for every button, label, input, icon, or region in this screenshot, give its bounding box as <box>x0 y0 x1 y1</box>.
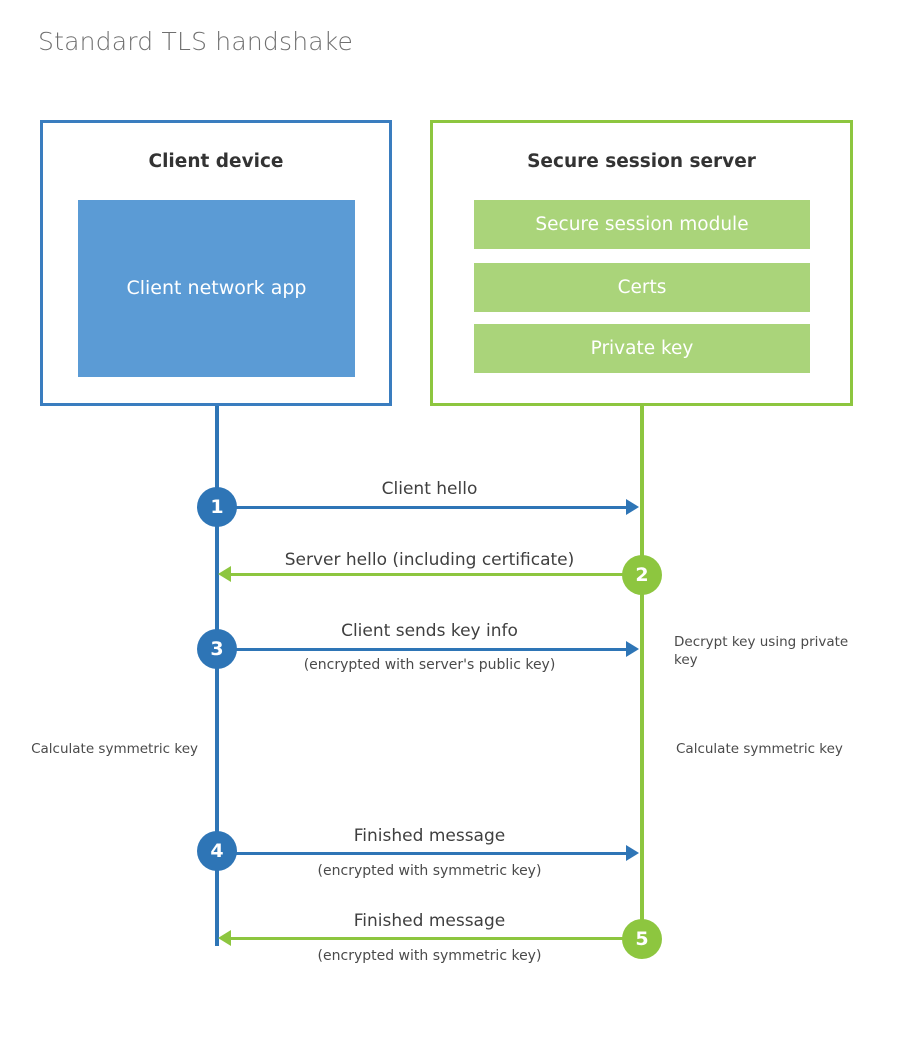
server-bar-secure-session-module: Secure session module <box>474 200 810 249</box>
secure-session-server-box: Secure session server Secure session mod… <box>430 120 853 406</box>
step-5-sublabel: (encrypted with symmetric key) <box>317 948 542 964</box>
step-badge-5[interactable]: 5 <box>622 919 662 959</box>
step-badge-4[interactable]: 4 <box>197 831 237 871</box>
step-badge-3[interactable]: 3 <box>197 629 237 669</box>
step-4-arrow-head-icon <box>626 845 639 861</box>
step-badge-1[interactable]: 1 <box>197 487 237 527</box>
secure-session-server-title: Secure session server <box>527 151 756 172</box>
step-4-arrow-line <box>217 852 626 855</box>
step-2-arrow-head-icon <box>218 566 231 582</box>
step-2-arrow-line <box>231 573 626 576</box>
server-bar-private-key: Private key <box>474 324 810 373</box>
page-title: Standard TLS handshake <box>38 27 354 56</box>
client-device-box: Client device Client network app <box>40 120 392 406</box>
server-lifeline <box>640 406 644 939</box>
step-5-label: Finished message <box>353 911 506 931</box>
step-3-label: Client sends key info <box>341 621 518 641</box>
step-5-arrow-line <box>231 937 626 940</box>
note-client-calculate-symmetric-key: Calculate symmetric key <box>31 741 198 757</box>
client-network-app-block: Client network app <box>78 200 355 377</box>
step-4-sublabel: (encrypted with symmetric key) <box>317 863 542 879</box>
step-4-label: Finished message <box>353 826 506 846</box>
step-1-arrow-head-icon <box>626 499 639 515</box>
step-3-arrow-head-icon <box>626 641 639 657</box>
step-3-sublabel: (encrypted with server's public key) <box>303 657 556 673</box>
client-lifeline <box>215 406 219 946</box>
step-badge-2[interactable]: 2 <box>622 555 662 595</box>
step-3-arrow-line <box>217 648 626 651</box>
server-bar-certs: Certs <box>474 263 810 312</box>
client-device-title: Client device <box>148 151 284 172</box>
step-2-label: Server hello (including certificate) <box>284 550 575 570</box>
step-1-label: Client hello <box>381 479 478 499</box>
step-1-arrow-line <box>217 506 626 509</box>
note-server-decrypt-key: Decrypt key using private key <box>674 634 849 669</box>
step-5-arrow-head-icon <box>218 930 231 946</box>
note-server-calculate-symmetric-key: Calculate symmetric key <box>676 741 843 757</box>
